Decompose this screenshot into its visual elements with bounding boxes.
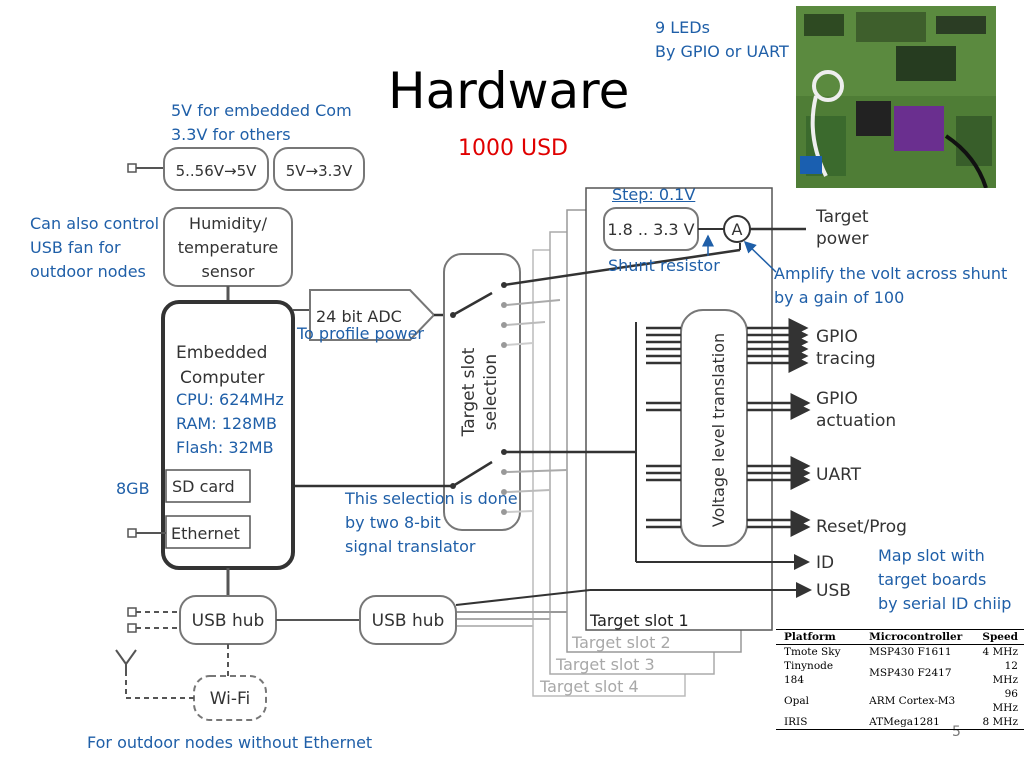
voltage-range-label: 1.8 .. 3.3 V (607, 220, 694, 239)
cell-platform: Opal (784, 695, 809, 707)
header-microcontroller: Microcontroller (861, 629, 969, 645)
reset-prog-label: Reset/Prog (816, 517, 907, 537)
sd-card-box (165, 469, 251, 503)
sd-card-label: SD card (172, 477, 235, 496)
sensor-label-2: temperature (178, 238, 279, 257)
wifi-label: Wi-Fi (210, 689, 251, 709)
regulator-3v3 (273, 147, 365, 191)
sensor-label-3: sensor (201, 262, 254, 281)
step-note: Step: 0.1V (612, 185, 696, 204)
leds-note-1: 9 LEDs (655, 18, 710, 37)
selection-note-1: This selection is done (345, 489, 518, 508)
map-note-2: target boards (878, 570, 987, 589)
usb-hub-1-label: USB hub (192, 611, 265, 631)
cell-mcu: MSP430 F2417 (869, 667, 952, 679)
cell-mcu: ATMega1281 (869, 716, 940, 728)
target-slot-2-label: Target slot 2 (571, 633, 671, 652)
cell-speed: 96 MHz (992, 688, 1018, 714)
shunt-note: Shunt resistor (608, 256, 720, 275)
selection-label-1: Target slot (459, 347, 479, 437)
header-platform: Platform (776, 629, 862, 645)
cell-mcu: ARM Cortex-M3 (869, 695, 956, 707)
power-input-connector (127, 163, 137, 173)
ethernet-box (165, 515, 251, 549)
slide-title: Hardware (388, 62, 630, 120)
selection-label-2: selection (481, 354, 501, 430)
sd-size-note: 8GB (116, 479, 150, 498)
cell-platform: Tmote Sky (784, 646, 841, 658)
cell-speed: 8 MHz (982, 716, 1018, 728)
target-slot-4-label: Target slot 4 (539, 677, 639, 696)
amplify-note-2: by a gain of 100 (774, 288, 905, 307)
cell-speed: 12 MHz (992, 660, 1018, 686)
leds-note-2: By GPIO or UART (655, 42, 789, 61)
map-note-1: Map slot with (878, 546, 985, 565)
usb-label: USB (816, 581, 851, 601)
embedded-label-1: Embedded (176, 343, 267, 363)
regulator-5v-label: 5..56V→5V (176, 162, 258, 180)
gpio-tracing-label-2: tracing (816, 349, 876, 369)
target-slot-3-label: Target slot 3 (555, 655, 655, 674)
gpio-tracing-label-1: GPIO (816, 327, 858, 347)
sensor-label-1: Humidity/ (189, 214, 268, 233)
target-power-label-1: Target (815, 207, 869, 227)
power-note-1: 5V for embedded Com (171, 101, 352, 120)
outdoor-note: For outdoor nodes without Ethernet (87, 733, 373, 752)
cell-platform: IRIS (784, 716, 808, 728)
voltage-translation-box (680, 309, 748, 547)
table-header-row: Platform Microcontroller Speed (776, 629, 1024, 645)
amplify-note-1: Amplify the volt across shunt (774, 264, 1008, 283)
cpu-spec: CPU: 624MHz (176, 390, 284, 409)
amplifier-label: A (732, 220, 743, 239)
table-row: IRIS ATMega1281 8 MHz (776, 715, 1024, 730)
id-label: ID (816, 553, 834, 573)
regulator-3v3-label: 5V→3.3V (286, 162, 353, 180)
cell-platform: Tinynode 184 (784, 660, 834, 686)
antenna-icon (115, 649, 137, 676)
target-power-label-2: power (816, 229, 869, 249)
regulator-5v (163, 147, 269, 191)
ethernet-connector (127, 528, 137, 538)
power-note-2: 3.3V for others (171, 125, 291, 144)
target-slot-selection-box (443, 253, 521, 531)
cell-speed: 4 MHz (982, 646, 1018, 658)
usb-hub-2 (359, 595, 457, 645)
fan-note-2: USB fan for (30, 238, 121, 257)
fan-note-1: Can also control (30, 214, 160, 233)
voltage-translation-label: Voltage level translation (709, 333, 728, 527)
selection-note-2: by two 8-bit (345, 513, 441, 532)
uart-label: UART (816, 465, 862, 485)
usb-port-1 (127, 607, 137, 617)
gpio-actuation-label-1: GPIO (816, 389, 858, 409)
usb-port-2 (127, 623, 137, 633)
map-note-3: by serial ID chiip (878, 594, 1012, 613)
target-slot-1-label: Target slot 1 (589, 611, 689, 630)
page-number: 5 (952, 724, 961, 740)
cell-mcu: MSP430 F1611 (869, 646, 952, 658)
usb-hub-2-label: USB hub (372, 611, 445, 631)
header-speed: Speed (968, 629, 1024, 645)
adc-label: 24 bit ADC (316, 307, 402, 326)
flash-spec: Flash: 32MB (176, 438, 274, 457)
table-row: Tinynode 184 MSP430 F2417 12 MHz (776, 659, 1024, 687)
embedded-label-2: Computer (180, 368, 265, 388)
ram-spec: RAM: 128MB (176, 414, 278, 433)
gpio-actuation-label-2: actuation (816, 411, 896, 431)
adc-block (309, 289, 436, 341)
table-row: Opal ARM Cortex-M3 96 MHz (776, 687, 1024, 715)
ethernet-label: Ethernet (171, 524, 240, 543)
table-row: Tmote Sky MSP430 F1611 4 MHz (776, 645, 1024, 660)
fan-note-3: outdoor nodes (30, 262, 146, 281)
price-subtitle: 1000 USD (458, 136, 568, 161)
profile-power-note: To profile power (297, 324, 425, 343)
platform-table: Platform Microcontroller Speed Tmote Sky… (776, 629, 1024, 730)
board-photo (796, 6, 996, 188)
selection-note-3: signal translator (345, 537, 476, 556)
